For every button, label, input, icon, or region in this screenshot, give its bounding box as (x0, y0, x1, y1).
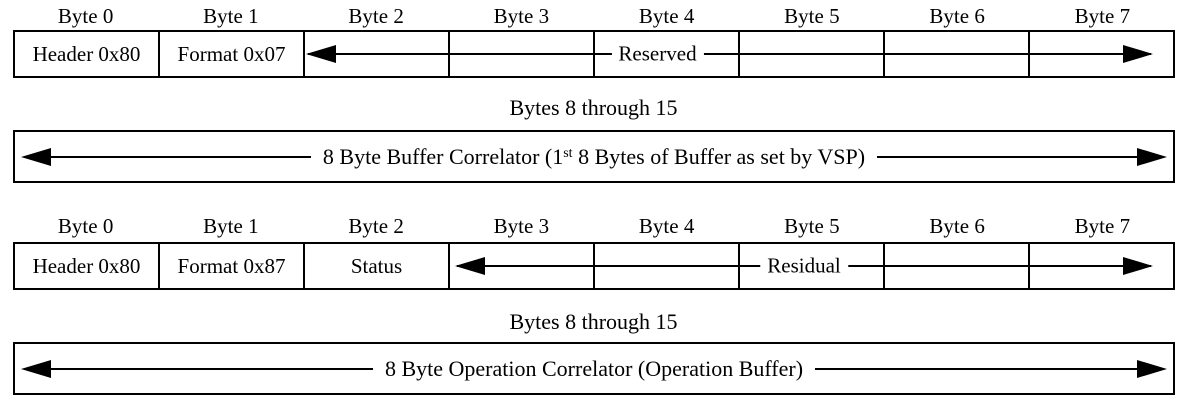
table-b-byte-headers: Byte 0 Byte 1 Byte 2 Byte 3 Byte 4 Byte … (13, 213, 1175, 239)
arrowhead-right-icon (1123, 257, 1153, 275)
arrowhead-right-icon (1137, 147, 1168, 166)
reserved-span-arrow: Reserved (306, 32, 1153, 76)
arrow-shaft (51, 367, 373, 370)
reserved-label: Reserved (611, 41, 704, 67)
byte-header-label: Byte 4 (638, 214, 695, 238)
byte-header-label: Byte 3 (493, 4, 550, 28)
table-b-cell-byte3 (448, 244, 593, 288)
table-b-cell-status: Status (303, 244, 448, 288)
table-a-byte-headers: Byte 0 Byte 1 Byte 2 Byte 3 Byte 4 Byte … (13, 3, 1175, 29)
bytes-8-through-15-title-2: Bytes 8 through 15 (509, 309, 678, 334)
byte-header-label: Byte 0 (57, 214, 114, 238)
byte-header-label: Byte 1 (203, 214, 259, 238)
byte-header-label: Byte 6 (929, 4, 985, 28)
residual-label: Residual (760, 253, 848, 279)
byte-header-label: Byte 3 (493, 214, 550, 238)
table-b: Header 0x80 Format 0x87 Status Residual (13, 242, 1175, 290)
arrow-shaft (51, 155, 311, 158)
label-superscript: st (563, 145, 573, 161)
label-pre-sup: 8 Byte Buffer Correlator (1 (322, 143, 564, 169)
byte-header-label: Byte 2 (348, 4, 404, 28)
arrow-shaft (877, 155, 1138, 158)
arrow-shaft (815, 367, 1138, 370)
byte-header-label: Byte 2 (348, 214, 404, 238)
arrowhead-left-icon (21, 359, 51, 378)
byte-header-label: Byte 5 (784, 214, 840, 238)
arrowhead-left-icon (21, 147, 51, 166)
byte-header-label: Byte 4 (638, 4, 695, 28)
bytes-8-through-15-title-1: Bytes 8 through 15 (509, 95, 678, 120)
residual-span-arrow: Residual (455, 244, 1153, 288)
table-a-cell-format0x07: Format 0x07 (158, 32, 303, 76)
table-a-cell-header0x80: Header 0x80 (32, 41, 141, 66)
label-post-sup: 8 Bytes of Buffer as set by VSP) (572, 143, 866, 169)
arrowhead-left-icon (306, 45, 336, 63)
operation-correlator-box: 8 Byte Operation Correlator (Operation B… (13, 342, 1175, 395)
table-a-cell-byte2 (303, 32, 448, 76)
table-b-cell-header0x80: Header 0x80 (32, 253, 141, 278)
table-a: Header 0x80 Format 0x07 Reserved (13, 30, 1175, 78)
buffer-correlator-label: 8 Byte Buffer Correlator (1st 8 Bytes of… (323, 144, 865, 170)
operation-correlator-label: 8 Byte Operation Correlator (Operation B… (384, 355, 804, 381)
byte-header-label: Byte 7 (1074, 4, 1131, 28)
byte-header-label: Byte 1 (203, 4, 259, 28)
byte-header-label: Byte 5 (784, 4, 840, 28)
byte-header-label: Byte 0 (57, 4, 114, 28)
arrow-shaft (308, 53, 1151, 55)
table-b-cell-format0x87: Format 0x87 (158, 244, 303, 288)
buffer-correlator-box: 8 Byte Buffer Correlator (1st 8 Bytes of… (13, 130, 1175, 183)
byte-header-label: Byte 6 (929, 214, 985, 238)
arrowhead-right-icon (1137, 359, 1168, 378)
byte-header-label: Byte 7 (1074, 214, 1131, 238)
arrowhead-right-icon (1123, 45, 1153, 63)
arrowhead-left-icon (455, 257, 485, 275)
